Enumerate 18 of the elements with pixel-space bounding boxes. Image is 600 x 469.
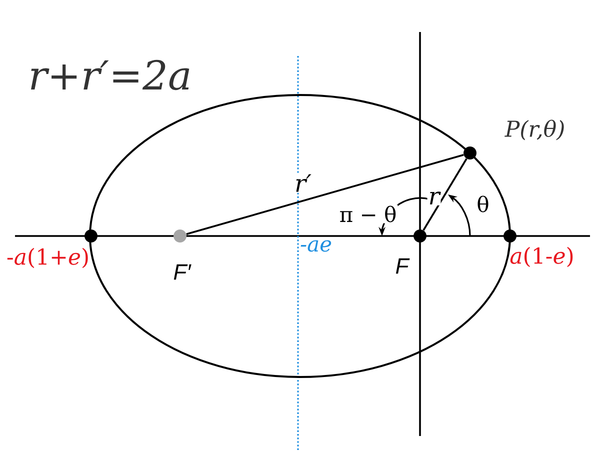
angle-label: π − θ bbox=[338, 204, 398, 224]
point-label: a(1-e) bbox=[510, 246, 573, 268]
point-label: -a(1+e) bbox=[7, 248, 88, 268]
edge-label: r′ bbox=[294, 173, 312, 193]
line-segment bbox=[422, 158, 468, 231]
point-label: F′ bbox=[174, 264, 192, 280]
point-dot bbox=[84, 230, 98, 242]
equation-title: r+r′=2a bbox=[31, 60, 190, 90]
point-dot bbox=[504, 230, 516, 242]
point-dot bbox=[464, 146, 476, 160]
line-segment bbox=[186, 154, 464, 236]
label-text: -ae bbox=[298, 239, 334, 253]
point-label: F bbox=[396, 258, 410, 274]
angle-label: θ bbox=[476, 194, 490, 214]
point-label: P(r,θ) bbox=[504, 120, 564, 140]
point-dot bbox=[174, 230, 186, 242]
edge-label: r bbox=[427, 190, 441, 206]
point-dot bbox=[414, 230, 426, 242]
